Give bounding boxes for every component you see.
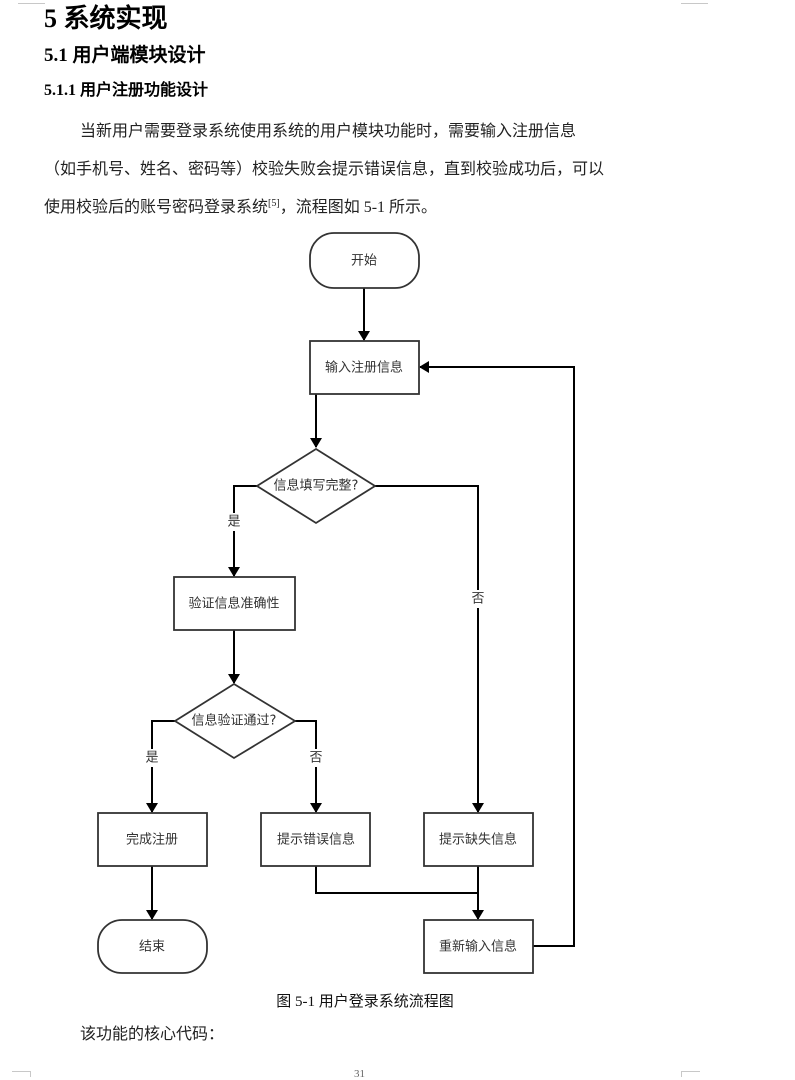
edge-valid-yes	[146, 720, 175, 813]
edge-label-yes: 是	[227, 515, 240, 530]
subsection-heading: 5.1.1 用户注册功能设计	[44, 82, 209, 99]
paragraph-line: （如手机号、姓名、密码等）校验失败会提示错误信息，直到校验成功后，可以	[44, 161, 605, 178]
registration-flowchart: 开始 输入注册信息 信息填写完整? 验证信息准确性 信息验证通过? 完成注册 提…	[97, 232, 575, 974]
node-label: 开始	[351, 254, 377, 269]
node-label: 完成注册	[126, 833, 178, 848]
node-label: 信息填写完整?	[274, 478, 359, 494]
paragraph-text: 使用校验后的账号密码登录系统	[44, 199, 269, 216]
node-label: 重新输入信息	[439, 939, 517, 955]
node-check-valid	[173, 682, 297, 760]
node-done	[97, 812, 208, 867]
page-corner-mark	[18, 3, 45, 4]
chapter-heading: 5 系统实现	[44, 4, 168, 33]
edge-label-no: 否	[309, 751, 322, 766]
edge-label-yes: 是	[145, 751, 158, 766]
node-label: 结束	[139, 940, 165, 955]
node-label: 信息验证通过?	[192, 713, 277, 729]
page-corner-mark	[681, 1071, 700, 1077]
edge-reenter-input	[419, 361, 575, 947]
code-intro-text: 该功能的核心代码：	[80, 1026, 225, 1043]
edge-complete-no	[375, 485, 484, 813]
node-label: 提示错误信息	[277, 832, 355, 848]
edge-label-no: 否	[471, 592, 484, 607]
page-corner-mark	[12, 1071, 31, 1077]
edge-complete-yes	[228, 485, 257, 577]
figure-caption: 图 5-1 用户登录系统流程图	[276, 994, 454, 1010]
edge-error-reenter	[315, 866, 478, 894]
node-label: 提示缺失信息	[439, 832, 517, 848]
node-input	[309, 340, 420, 395]
paragraph-text: ，流程图如 5-1 所示。	[279, 199, 438, 216]
body-paragraph: 当新用户需要登录系统使用系统的用户模块功能时，需要输入注册信息 （如手机号、姓名…	[44, 113, 674, 227]
citation-ref[interactable]: [5]	[268, 198, 280, 209]
edge-valid-no	[295, 720, 322, 813]
page-corner-mark	[681, 3, 708, 4]
paragraph-line: 当新用户需要登录系统使用系统的用户模块功能时，需要输入注册信息	[80, 123, 577, 140]
node-start	[309, 232, 420, 289]
node-check-complete	[255, 447, 377, 525]
node-label: 输入注册信息	[325, 360, 403, 376]
node-reenter	[423, 919, 534, 974]
node-end	[97, 919, 208, 974]
node-error	[260, 812, 371, 867]
node-verify	[173, 576, 296, 631]
paragraph-line: 使用校验后的账号密码登录系统[5]，流程图如 5-1 所示。	[44, 189, 674, 227]
section-heading: 5.1 用户端模块设计	[44, 45, 206, 66]
node-label: 验证信息准确性	[188, 596, 279, 612]
page-number: 31	[354, 1068, 365, 1080]
node-missing	[423, 812, 534, 867]
